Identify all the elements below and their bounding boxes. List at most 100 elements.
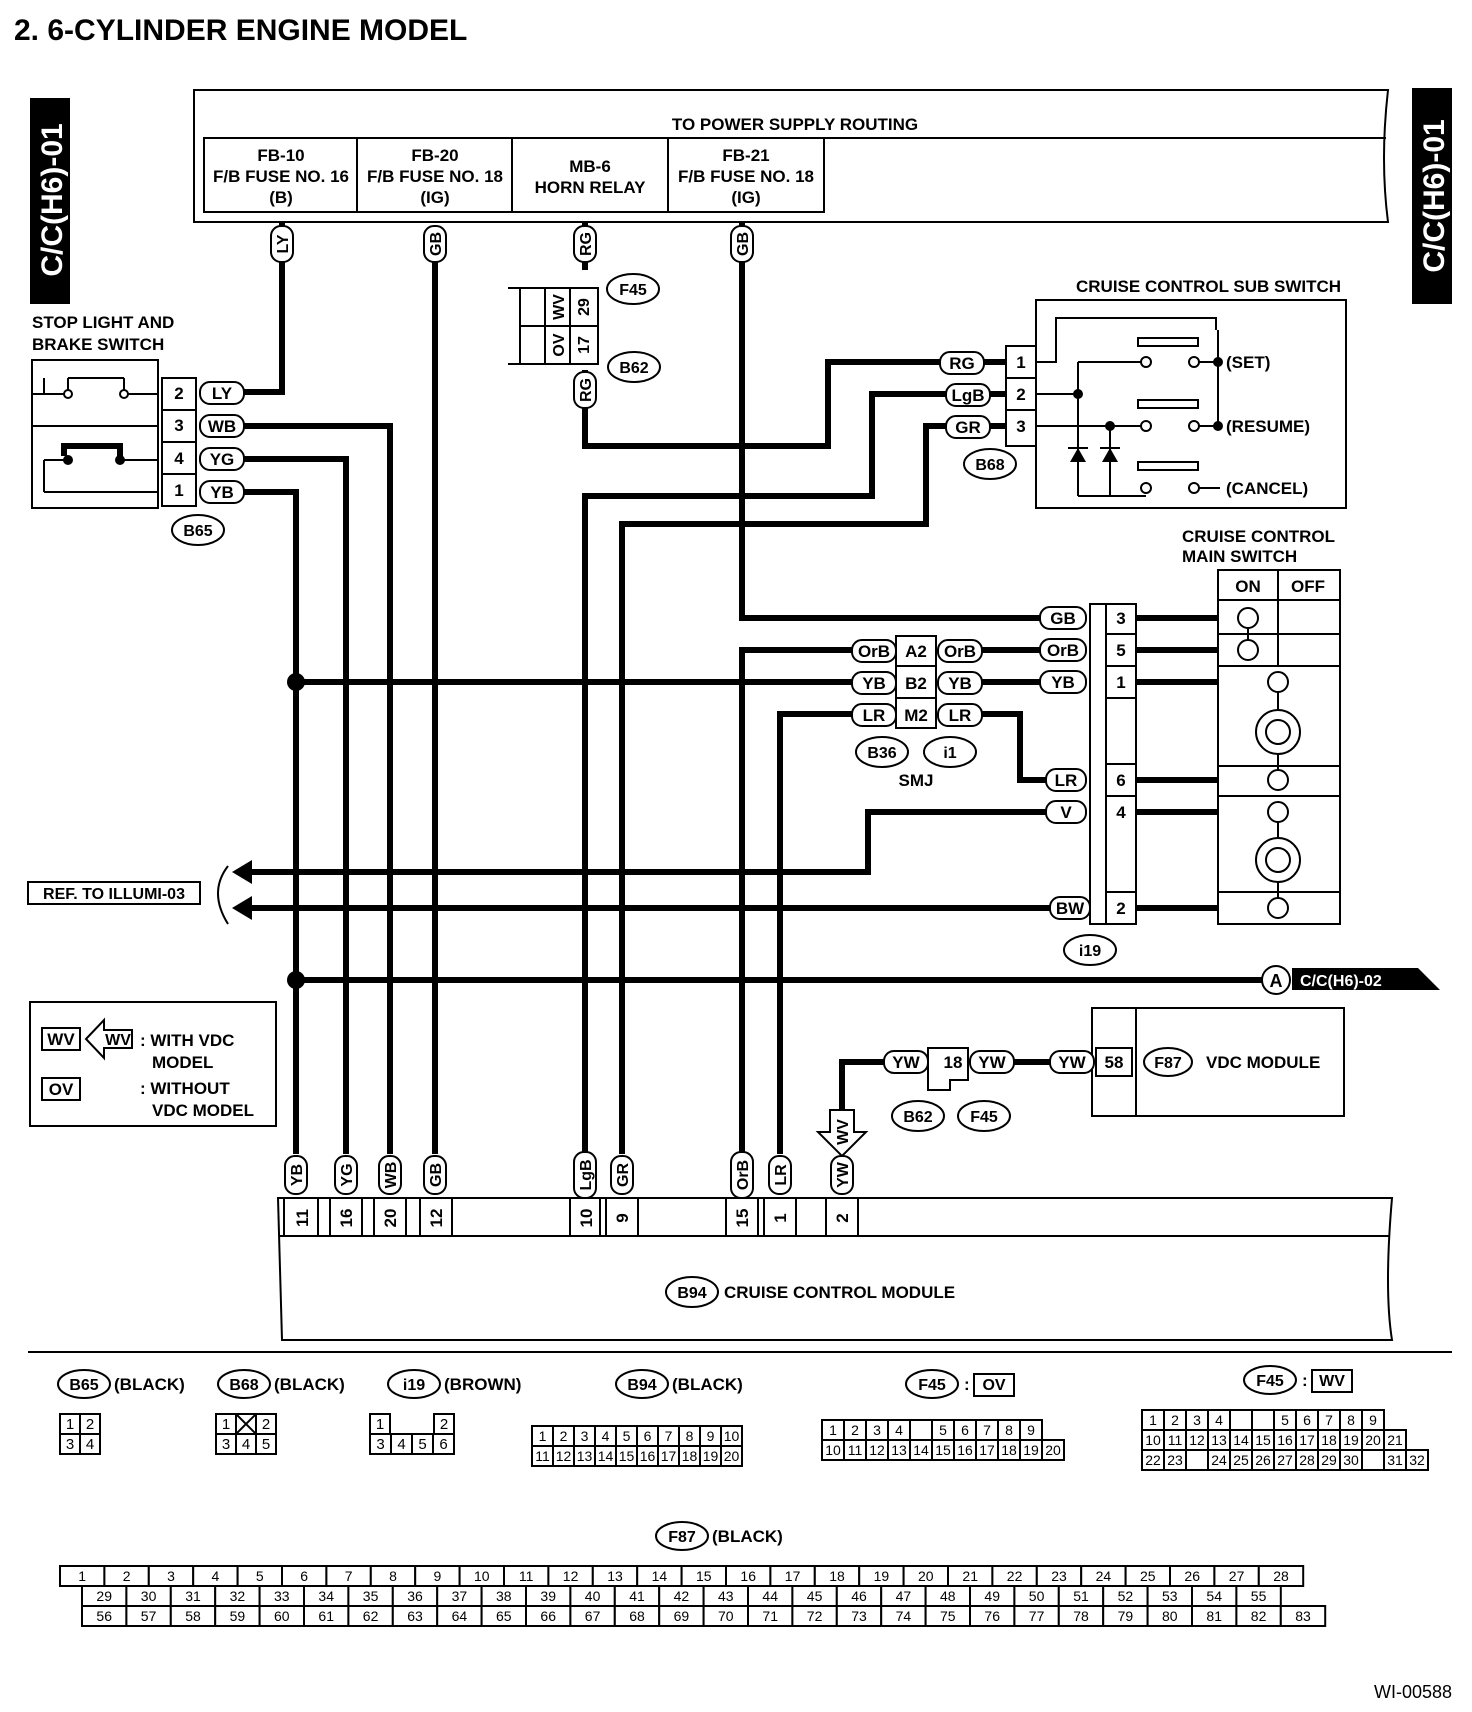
connector-cell-pin: 2	[86, 1416, 94, 1433]
connector-cell-pin: 5	[418, 1436, 426, 1453]
connector-cell-pin: 35	[363, 1588, 379, 1604]
svg-text:(B): (B)	[269, 188, 293, 207]
connector-cell-pin: 27	[1277, 1452, 1293, 1468]
connector-cell	[1361, 1449, 1385, 1471]
main-switch-pin: 5	[1116, 641, 1125, 660]
power-supply-box: TO POWER SUPPLY ROUTING FB-10 F/B FUSE N…	[193, 89, 1390, 223]
smj-pin: A2	[905, 642, 927, 661]
connector-view-variant: WV	[1319, 1373, 1345, 1390]
svg-text:i19: i19	[1079, 943, 1101, 960]
b94-pin: 1	[771, 1213, 790, 1222]
svg-text:MB-6: MB-6	[569, 157, 611, 176]
svg-text:(IG): (IG)	[731, 188, 760, 207]
svg-text:RG: RG	[578, 232, 595, 256]
connector-cell-pin: 63	[407, 1608, 423, 1624]
svg-text:LgB: LgB	[951, 386, 984, 405]
main-switch-pin: 6	[1116, 771, 1125, 790]
svg-text:F/B FUSE NO. 16: F/B FUSE NO. 16	[213, 167, 349, 186]
svg-text:LR: LR	[949, 706, 972, 725]
connector-view-variant-box	[1311, 1369, 1353, 1393]
connector-cell-pin: 9	[707, 1428, 715, 1444]
connector-cell-pin: 10	[1145, 1432, 1161, 1448]
svg-text:C/C(H6)-01: C/C(H6)-01	[36, 123, 69, 276]
svg-text:B65: B65	[183, 523, 212, 540]
connector-cell-pin: 15	[935, 1442, 951, 1458]
connector-cell-pin: 44	[762, 1588, 778, 1604]
svg-text:WB: WB	[383, 1162, 400, 1189]
junction-dot	[287, 971, 305, 989]
connector-cross	[235, 1413, 257, 1435]
connector-cell-pin: 4	[1215, 1412, 1223, 1428]
connector-view-label	[1243, 1365, 1297, 1395]
vdc-connector-18: 18 YW YW	[883, 1047, 1015, 1091]
connector-cell-pin: 21	[1387, 1432, 1403, 1448]
svg-text:HORN RELAY: HORN RELAY	[535, 178, 646, 197]
svg-text:MODEL: MODEL	[152, 1053, 213, 1072]
connector-cell-pin: 18	[1001, 1442, 1017, 1458]
main-switch-wire-tags: GB OrB YB LR V BW	[1039, 606, 1091, 920]
connector-label-i1: i1	[923, 736, 977, 768]
connector-cell-pin: 49	[984, 1588, 1000, 1604]
legend-box: WV WV : WITH VDC MODEL OV : WITHOUT VDC …	[29, 1001, 277, 1127]
power-cell-mb6: MB-6 HORN RELAY	[535, 157, 646, 197]
connector-cell-pin: 3	[873, 1422, 881, 1438]
connector-cell-pin: 51	[1073, 1588, 1089, 1604]
svg-text:YB: YB	[289, 1164, 306, 1186]
connector-cell-pin: 20	[1365, 1432, 1381, 1448]
connector-cell-pin: 11	[1168, 1432, 1183, 1448]
connector-cell-pin: 27	[1229, 1568, 1245, 1584]
connector-cell-pin: 16	[957, 1442, 973, 1458]
connector-view-colon: :	[964, 1375, 970, 1394]
connector-view-color: (BLACK)	[712, 1527, 783, 1546]
svg-text:V: V	[1060, 803, 1072, 822]
connector-cell-pin: 23	[1167, 1452, 1183, 1468]
connector-cell-pin: 9	[1027, 1422, 1035, 1438]
svg-text:LgB: LgB	[578, 1159, 595, 1190]
connector-cell-pin: 22	[1145, 1452, 1161, 1468]
connector-cell	[1185, 1449, 1209, 1471]
connector-cell-pin: 17	[661, 1448, 677, 1464]
connector-cell-pin: 60	[274, 1608, 290, 1624]
bottom-wire-tags: YB YG WB GB LgB GR OrB LR YW	[284, 1151, 854, 1199]
svg-text:B62: B62	[903, 1109, 932, 1126]
ref-illumi: REF. TO ILLUMI-03	[27, 860, 252, 925]
svg-text:VDC MODULE: VDC MODULE	[1206, 1053, 1320, 1072]
side-tab-left: C/C(H6)-01	[30, 98, 70, 304]
vdc-module: 58 YW F87 VDC MODULE	[1049, 1007, 1345, 1117]
connector-cell-pin: 4	[86, 1436, 94, 1453]
connector-cell-pin: 67	[585, 1608, 601, 1624]
svg-text:FB-21: FB-21	[722, 146, 769, 165]
b94-pin: 16	[337, 1209, 356, 1228]
connector-cell-pin: 40	[585, 1588, 601, 1604]
cruise-control-module: 11 16 20 12 10 9 15 1 2 B94 CRUISE CONTR…	[276, 1197, 1394, 1341]
connector-cell-pin: 25	[1140, 1568, 1156, 1584]
connector-cell-pin: 73	[851, 1608, 867, 1624]
svg-text:LR: LR	[773, 1164, 790, 1186]
sub-switch-pin: 3	[1016, 417, 1025, 436]
b94-pin: 9	[613, 1213, 632, 1222]
connector-cell-pin: 52	[1118, 1588, 1134, 1604]
connector-cell-pin: 10	[474, 1568, 490, 1584]
connector-view-name: B68	[229, 1377, 258, 1394]
b94-pin: 11	[293, 1209, 312, 1227]
connector-cell-pin: 75	[940, 1608, 956, 1624]
connector-view-name: F45	[918, 1377, 946, 1394]
b94-pin: 20	[381, 1209, 400, 1228]
connector-label-f45-top: F45	[606, 273, 660, 305]
svg-text:17: 17	[576, 336, 593, 354]
connector-label-f45-vdc: F45	[957, 1100, 1011, 1132]
connector-cell-pin: 2	[851, 1422, 859, 1438]
connector-cell-pin: 18	[682, 1448, 698, 1464]
svg-text:REF. TO ILLUMI-03: REF. TO ILLUMI-03	[43, 886, 185, 903]
svg-text:GR: GR	[955, 418, 981, 437]
connector-cell-pin: 11	[519, 1568, 534, 1584]
connector-view-label	[217, 1369, 271, 1399]
svg-text:C/C(H6)-01: C/C(H6)-01	[1418, 119, 1451, 272]
svg-text:: WITHOUT: : WITHOUT	[140, 1079, 230, 1098]
connector-view-label	[905, 1369, 959, 1399]
connector-view-label	[387, 1369, 441, 1399]
connector-cell-pin: 1	[829, 1422, 837, 1438]
connector-cell-pin: 10	[825, 1442, 841, 1458]
connector-cell-pin: 43	[718, 1588, 734, 1604]
connector-cell-pin: 32	[230, 1588, 246, 1604]
